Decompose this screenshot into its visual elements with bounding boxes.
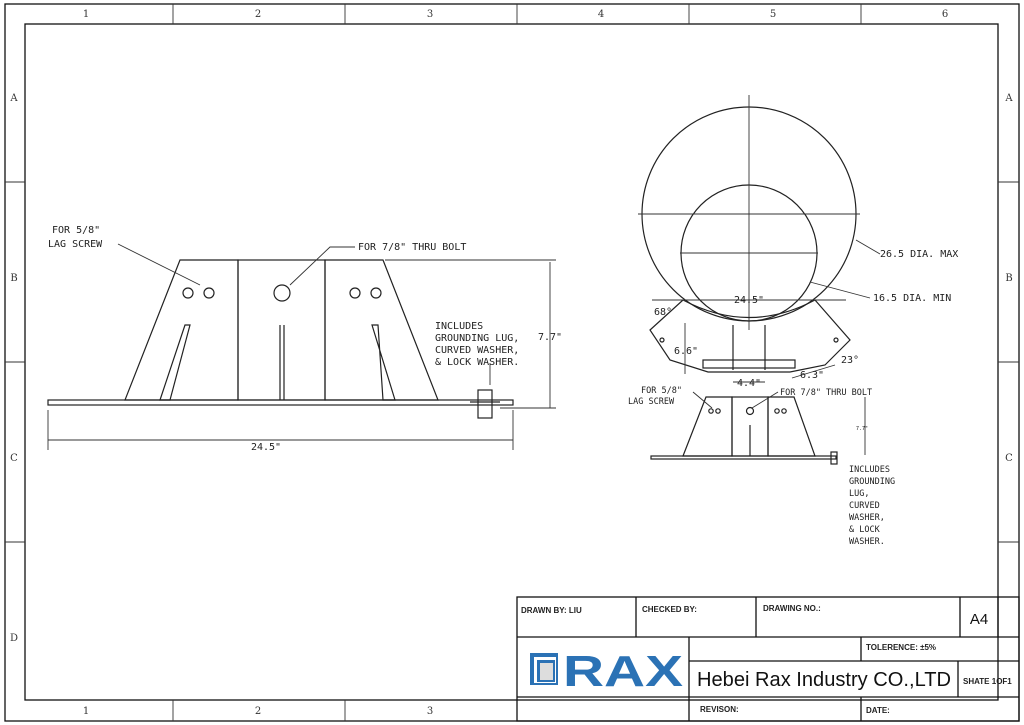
sheet-number: SHATE 1OF1 (963, 677, 1012, 686)
end-view-bracket (649, 299, 851, 373)
title-block: DRAWN BY: LIU CHECKED BY: DRAWING NO.: A… (516, 596, 1020, 722)
small-height-dimension: 7.7" (856, 426, 868, 432)
includes-note: GROUNDING LUG, (435, 333, 519, 344)
includes-note: CURVED WASHER, (435, 345, 519, 356)
small-includes-note: CURVED (849, 501, 880, 511)
end-view-dimensions (652, 299, 846, 383)
small-includes-note: & LOCK (849, 525, 881, 535)
small-includes-note: INCLUDES (849, 465, 890, 475)
row-label: B (10, 273, 17, 284)
side-view: FOR 5/8" LAG SCREW FOR 7/8" THRU BOLT 7.… (47, 225, 562, 453)
col-label: 2 (255, 706, 261, 717)
small-side-view: FOR 5/8" LAG SCREW FOR 7/8" THRU BOLT 7.… (628, 386, 895, 547)
small-side-view-dimensions (692, 391, 866, 455)
max-diameter-label: 26.5 DIA. MAX (880, 249, 958, 260)
revision: REVISON: (700, 705, 739, 714)
col-label: 3 (427, 9, 433, 20)
col-label: 1 (83, 9, 89, 20)
row-label: A (1004, 93, 1013, 104)
small-lag-screw-note: LAG SCREW (628, 397, 675, 407)
end-view: 26.5 DIA. MAX 16.5 DIA. MIN 24.5" 68° 6.… (638, 95, 958, 389)
ruler-dividers (5, 4, 1019, 721)
ruler-labels: 1 2 3 4 5 6 1 2 3 A B C D A B C (9, 9, 1013, 717)
small-thru-bolt-note: FOR 7/8" THRU BOLT (780, 388, 872, 398)
company-name: Hebei Rax Industry CO.,LTD (697, 669, 951, 691)
drawing-number: DRAWING NO.: (763, 604, 821, 613)
small-includes-note: GROUNDING (849, 477, 895, 487)
col-label: 1 (83, 706, 89, 717)
paper-size: A4 (970, 611, 988, 628)
dim-left: 6.6" (674, 346, 698, 357)
width-dimension: 24.5" (251, 442, 281, 453)
angle-left: 68° (654, 307, 672, 318)
small-includes-note: LUG, (849, 489, 869, 499)
small-includes-note: WASHER. (849, 537, 885, 547)
small-lag-screw-note: FOR 5/8" (641, 386, 682, 396)
row-label: B (1005, 273, 1012, 284)
dim-base: 4.4" (737, 378, 761, 389)
thru-bolt-note: FOR 7/8" THRU BOLT (358, 242, 466, 253)
lag-screw-note: FOR 5/8" (52, 225, 100, 236)
lag-screw-note: LAG SCREW (48, 239, 103, 250)
checked-by: CHECKED BY: (642, 605, 697, 614)
outer-border (4, 3, 1020, 722)
row-label: D (10, 633, 18, 644)
rax-logo: RAX (530, 647, 683, 696)
col-label: 4 (598, 9, 604, 20)
logo-text: RAX (563, 647, 683, 696)
row-label: C (10, 453, 18, 464)
col-label: 6 (942, 9, 948, 20)
center-lines (638, 95, 881, 330)
height-dimension: 7.7" (538, 332, 562, 343)
small-side-view-bracket (650, 396, 838, 465)
side-view-bracket (47, 259, 514, 419)
col-label: 3 (427, 706, 433, 717)
row-label: A (9, 93, 18, 104)
tolerance: TOLERENCE: ±5% (866, 643, 936, 652)
includes-note: INCLUDES (435, 321, 483, 332)
col-label: 5 (770, 9, 776, 20)
min-diameter-label: 16.5 DIA. MIN (873, 293, 951, 304)
includes-note: & LOCK WASHER. (435, 357, 519, 368)
angle-right: 23° (841, 355, 859, 366)
small-includes-note: WASHER, (849, 513, 885, 523)
drawn-by: DRAWN BY: LIU (521, 606, 582, 615)
date: DATE: (866, 706, 890, 715)
side-view-dimensions (47, 243, 556, 450)
end-view-width-dimension: 24.5" (734, 295, 764, 306)
row-label: C (1005, 453, 1013, 464)
dim-right: 6.3" (800, 370, 824, 381)
col-label: 2 (255, 9, 261, 20)
